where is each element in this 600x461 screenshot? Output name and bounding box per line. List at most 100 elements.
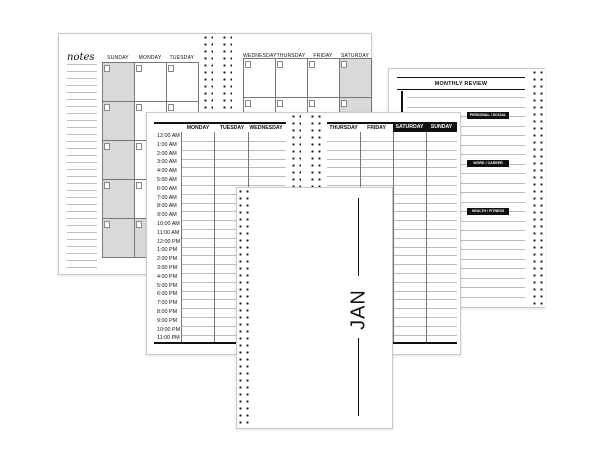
time-row-line <box>181 334 286 336</box>
day-header-monday: MONDAY <box>138 55 162 61</box>
review-line <box>407 268 525 269</box>
time-row-line <box>327 149 457 151</box>
schedule-header-friday: FRIDAY <box>367 125 386 131</box>
review-line <box>407 192 525 193</box>
schedule-header-saturday: SATURDAY <box>393 123 426 132</box>
time-row-line <box>181 237 286 239</box>
time-row-line <box>181 281 286 283</box>
day-header-saturday: SATURDAY <box>340 53 370 59</box>
notes-line <box>67 162 97 163</box>
notes-line <box>67 232 97 233</box>
time-label: 2:00 PM <box>157 256 178 263</box>
review-line <box>407 182 525 184</box>
notes-title: notes <box>67 52 95 63</box>
review-top-rule <box>397 77 525 78</box>
review-line <box>407 239 525 241</box>
time-row-line <box>181 255 286 257</box>
review-line <box>407 97 525 98</box>
review-section-personal: PERSONAL / SOCIAL <box>469 113 507 117</box>
review-line <box>407 144 525 146</box>
review-dotted-strip <box>531 69 545 307</box>
notes-line <box>67 134 97 135</box>
day-header-thursday: THURSDAY <box>276 53 306 59</box>
review-title: MONTHLY REVIEW <box>434 81 488 87</box>
notes-line <box>67 204 97 205</box>
time-row-line <box>181 167 286 169</box>
notes-line <box>67 183 97 184</box>
time-label: 4:00 PM <box>157 273 178 280</box>
notes-line <box>67 267 97 268</box>
time-row-line <box>181 193 286 195</box>
dotted-divider-right <box>221 34 232 114</box>
time-row-line <box>181 229 286 230</box>
cover-month: JAN <box>347 289 370 330</box>
review-section-work: WORK / CAREER <box>473 161 503 165</box>
review-line <box>407 277 525 279</box>
review-line <box>407 201 525 203</box>
review-line <box>407 249 525 250</box>
cover-rule-top <box>358 198 359 276</box>
day-number-box <box>136 143 142 150</box>
time-label: 1:00 PM <box>157 247 178 254</box>
time-row-line <box>181 273 286 274</box>
notes-line <box>67 218 97 219</box>
schedule-header-wednesday: WEDNESDAY <box>249 125 283 131</box>
notes-line <box>67 148 97 149</box>
time-row-line <box>327 167 457 169</box>
time-label: 11:00 PM <box>157 335 180 342</box>
time-label: 9:00 PM <box>157 317 178 324</box>
time-label: 2:00 AM <box>157 150 177 157</box>
time-row-line <box>327 176 457 178</box>
review-line <box>407 116 525 117</box>
review-line <box>407 287 525 288</box>
time-label: 5:00 PM <box>157 282 178 289</box>
day-number-box <box>104 65 110 72</box>
day-number-box <box>104 182 110 189</box>
time-row-line <box>181 264 286 266</box>
day-number-box <box>136 182 142 189</box>
review-line <box>407 296 525 298</box>
schedule-top-bar-left <box>154 122 286 124</box>
time-label: 7:00 AM <box>157 194 177 201</box>
schedule-col-6 <box>426 132 427 342</box>
time-row-line <box>181 325 286 327</box>
review-line <box>407 163 525 165</box>
time-row-line <box>181 317 286 318</box>
review-line <box>407 230 525 231</box>
time-row-line <box>327 185 457 186</box>
time-row-line <box>181 299 286 301</box>
review-line <box>407 106 525 108</box>
day-number-box <box>168 104 174 111</box>
time-label: 3:00 AM <box>157 159 177 166</box>
time-row-line <box>181 211 286 213</box>
schedule-dotted-divider-right <box>309 113 322 189</box>
review-line <box>407 173 525 174</box>
time-row-line <box>181 290 286 292</box>
dotted-divider-left <box>202 34 213 114</box>
notes-line <box>67 92 97 93</box>
review-line <box>407 135 525 136</box>
notes-line <box>67 155 97 156</box>
notes-line <box>67 176 97 177</box>
notes-line <box>67 141 97 142</box>
time-label: 5:00 AM <box>157 177 177 183</box>
time-row-line <box>181 141 286 142</box>
day-number-box <box>104 104 110 111</box>
day-header-wednesday: WEDNESDAY <box>243 53 277 59</box>
day-number-box <box>341 100 347 107</box>
time-row-line <box>181 158 286 160</box>
day-number-box <box>136 65 142 72</box>
schedule-bottom-bar-left <box>154 342 286 344</box>
schedule-header-monday: MONDAY <box>186 125 210 131</box>
time-label: 10:00 AM <box>157 221 180 227</box>
time-row-line <box>327 141 457 142</box>
review-section-health: HEALTH / FITNESS <box>471 209 505 213</box>
notes-line <box>67 78 97 79</box>
notes-line <box>67 71 97 72</box>
day-number-box <box>277 100 283 107</box>
notes-line <box>67 113 97 114</box>
cover-dotted-strip <box>237 188 252 428</box>
schedule-col-2 <box>214 132 215 342</box>
notes-line <box>67 211 97 212</box>
review-line <box>407 211 525 212</box>
